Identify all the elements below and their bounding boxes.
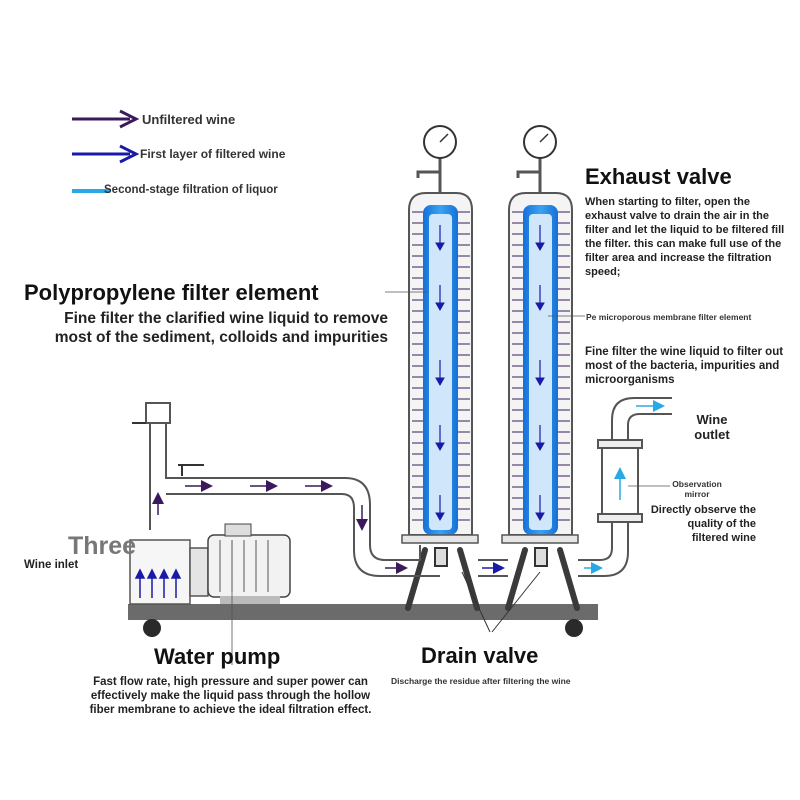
observation-desc: Directly observe the quality of the filt…: [650, 504, 756, 544]
legend-unfiltered: Unfiltered wine: [142, 112, 236, 127]
membrane-label: Pe microporous membrane filter element: [586, 312, 752, 322]
tank-side-arrows: [412, 211, 570, 521]
drain-valves: [434, 547, 548, 567]
drain-valve-desc: Discharge the residue after filtering th…: [391, 676, 571, 686]
pp-filter-title: Polypropylene filter element: [24, 280, 319, 305]
legend-second-stage: Second-stage filtration of liquor: [104, 184, 278, 196]
inner-flow-arrows-right: [535, 225, 545, 522]
tank-legs: [405, 547, 580, 611]
pressure-gauge-left: [416, 125, 457, 193]
legend-arrows: [72, 109, 140, 193]
drain-valve-title: Drain valve: [421, 643, 539, 668]
water-pump-body: [129, 523, 291, 605]
outlet-pipe: [478, 397, 672, 577]
pipe-flow-arrows: [152, 400, 665, 574]
leader-lines: [231, 291, 670, 665]
wine-outlet-label: Wine outlet: [694, 412, 730, 442]
pp-filter-desc: Fine filter the clarified wine liquid to…: [54, 310, 388, 346]
exhaust-valve-desc: When starting to filter, open the exhaus…: [585, 196, 785, 278]
observation-mirror-label: Observation mirror: [672, 479, 722, 499]
base-frame: [128, 604, 598, 637]
inlet-pipe: [145, 402, 440, 577]
drain-leader: [461, 571, 541, 633]
exhaust-valve-title: Exhaust valve: [585, 164, 732, 189]
inlet-valves: [132, 422, 204, 476]
wine-inlet-label: Wine inlet: [24, 559, 79, 571]
three-label: Three: [68, 532, 137, 560]
legend-first-layer: First layer of filtered wine: [140, 147, 286, 161]
pressure-gauge-right: [516, 125, 557, 193]
water-pump-desc: Fast flow rate, high pressure and super …: [89, 676, 372, 716]
water-pump-title: Water pump: [154, 644, 281, 669]
inner-flow-arrows: [435, 225, 445, 522]
membrane-desc: Fine filter the wine liquid to filter ou…: [585, 346, 784, 386]
